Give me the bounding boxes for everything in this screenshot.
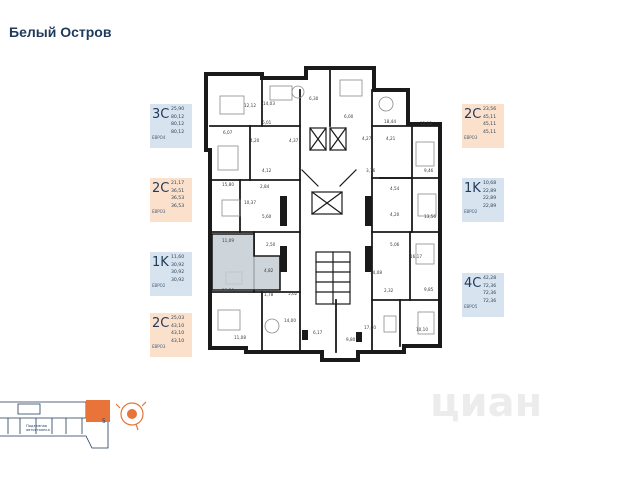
room-area: 6,30 bbox=[309, 96, 319, 101]
room-area: 18,44 bbox=[384, 119, 396, 124]
area-value: 25,03 bbox=[171, 316, 185, 321]
room-area: 1,78 bbox=[264, 292, 274, 297]
area-value: 30,92 bbox=[171, 277, 185, 283]
room-area: 9,85 bbox=[424, 287, 434, 292]
area-value: 43,10 bbox=[171, 323, 185, 329]
room-area: 3,76 bbox=[366, 168, 376, 173]
area-value: 30,92 bbox=[171, 270, 185, 276]
room-area: 6,00 bbox=[344, 114, 354, 119]
apartment-subtype: ЕВРО4 bbox=[152, 135, 166, 140]
area-value: 80,12 bbox=[171, 122, 185, 128]
area-value: 22,89 bbox=[483, 203, 497, 209]
area-value: 80,12 bbox=[171, 129, 185, 135]
room-area: 5,06 bbox=[390, 242, 400, 247]
page-title: Белый Остров bbox=[9, 24, 112, 40]
apartment-subtype: ЕВРО3 bbox=[152, 209, 166, 214]
apartment-subtype: ЕВРО5 bbox=[464, 304, 478, 309]
room-area: 2,84 bbox=[260, 184, 270, 189]
apartment-code: 1K bbox=[152, 255, 169, 270]
apartment-tag-2c-b[interactable]: 2C ЕВРО3 25,03 43,10 43,10 43,10 bbox=[150, 313, 192, 357]
room-area: 15,20 bbox=[222, 288, 234, 293]
apartment-tag-1k-a[interactable]: 1K ЕВРО2 11,60 30,92 30,92 30,92 bbox=[150, 252, 192, 296]
room-area: 12,12 bbox=[244, 103, 256, 108]
area-value: 43,10 bbox=[171, 331, 185, 337]
map-badge: 5 bbox=[102, 418, 106, 425]
area-value: 72,36 bbox=[483, 283, 497, 289]
apartment-code: 2C bbox=[464, 107, 482, 122]
watermark: циан bbox=[430, 380, 543, 426]
room-area: 9,80 bbox=[346, 337, 356, 342]
area-value: 10,68 bbox=[483, 181, 497, 186]
area-value: 72,36 bbox=[483, 298, 497, 304]
area-value: 72,36 bbox=[483, 291, 497, 297]
room-area: 2,50 bbox=[266, 242, 276, 247]
apartment-code: 1K bbox=[464, 181, 481, 196]
apartment-code: 2C bbox=[152, 316, 170, 331]
room-area: 5,62 bbox=[288, 291, 298, 296]
area-value: 45,11 bbox=[483, 122, 497, 128]
room-area: 4,20 bbox=[390, 212, 400, 217]
room-area: 10,37 bbox=[244, 200, 256, 205]
area-value: 36,53 bbox=[171, 196, 185, 202]
area-value: 22,89 bbox=[483, 188, 497, 194]
room-area: 12,12 bbox=[420, 121, 432, 126]
highlighted-unit bbox=[212, 234, 254, 290]
room-area: 4,12 bbox=[262, 168, 272, 173]
apartment-tag-4c[interactable]: 4C ЕВРО5 42,28 72,36 72,36 72,36 bbox=[462, 273, 504, 317]
apartment-subtype: ЕВРО2 bbox=[152, 283, 166, 288]
site-map bbox=[0, 400, 147, 449]
area-value: 45,11 bbox=[483, 129, 497, 135]
apartment-code: 3C bbox=[152, 107, 170, 122]
area-value: 45,11 bbox=[483, 114, 497, 120]
apartment-tag-2c-a[interactable]: 2C ЕВРО3 21,17 36,51 36,53 36,53 bbox=[150, 178, 192, 222]
room-area: 11,08 bbox=[234, 335, 246, 340]
apartment-subtype: ЕВРО3 bbox=[464, 135, 478, 140]
apartment-code: 2C bbox=[152, 181, 170, 196]
room-area: 4,54 bbox=[390, 186, 400, 191]
area-value: 42,28 bbox=[483, 276, 497, 281]
room-area: 17,00 bbox=[364, 325, 376, 330]
room-area: 6,07 bbox=[223, 130, 233, 135]
room-area: 4,21 bbox=[386, 136, 396, 141]
room-area: 13,56 bbox=[424, 214, 436, 219]
apartment-tag-1k-b[interactable]: 1K ЕВРО2 10,68 22,89 22,89 22,89 bbox=[462, 178, 504, 222]
room-area: 5,60 bbox=[262, 214, 272, 219]
room-area: 6,01 bbox=[262, 120, 272, 125]
area-value: 30,92 bbox=[171, 262, 185, 268]
area-value: 36,53 bbox=[171, 203, 185, 209]
area-value: 21,17 bbox=[171, 181, 185, 186]
room-area: 4,20 bbox=[250, 138, 260, 143]
apartment-subtype: ЕВРО2 bbox=[464, 209, 478, 214]
area-value: 22,89 bbox=[483, 196, 497, 202]
apartment-code: 4C bbox=[464, 276, 482, 291]
room-area: 6,17 bbox=[313, 330, 323, 335]
apartment-subtype: ЕВРО3 bbox=[152, 344, 166, 349]
map-parking-label: Подземная автостоянка bbox=[26, 424, 50, 432]
area-value: 11,60 bbox=[171, 255, 185, 260]
apartment-tag-2c-c[interactable]: 2C ЕВРО3 23,56 45,11 45,11 45,11 bbox=[462, 104, 504, 148]
room-area: 15,80 bbox=[222, 182, 234, 187]
room-area: 16,17 bbox=[410, 254, 422, 259]
area-value: 43,10 bbox=[171, 338, 185, 344]
room-area: 4,82 bbox=[264, 268, 274, 273]
area-value: 23,56 bbox=[483, 107, 497, 112]
room-area: 4,37 bbox=[289, 138, 299, 143]
room-area: 14,00 bbox=[284, 318, 296, 323]
room-area: 9,46 bbox=[424, 168, 434, 173]
room-area: 14,03 bbox=[263, 101, 275, 106]
area-value: 36,51 bbox=[171, 188, 185, 194]
room-area: 2,32 bbox=[384, 288, 394, 293]
room-area: 10,10 bbox=[416, 327, 428, 332]
room-area: 4,27 bbox=[362, 136, 372, 141]
area-value: 25,90 bbox=[171, 107, 185, 112]
apartment-tag-3c[interactable]: 3C ЕВРО4 25,90 80,12 80,12 80,12 bbox=[150, 104, 192, 148]
room-area: 11,09 bbox=[222, 238, 234, 243]
area-value: 80,12 bbox=[171, 114, 185, 120]
room-area: 14,08 bbox=[370, 270, 382, 275]
